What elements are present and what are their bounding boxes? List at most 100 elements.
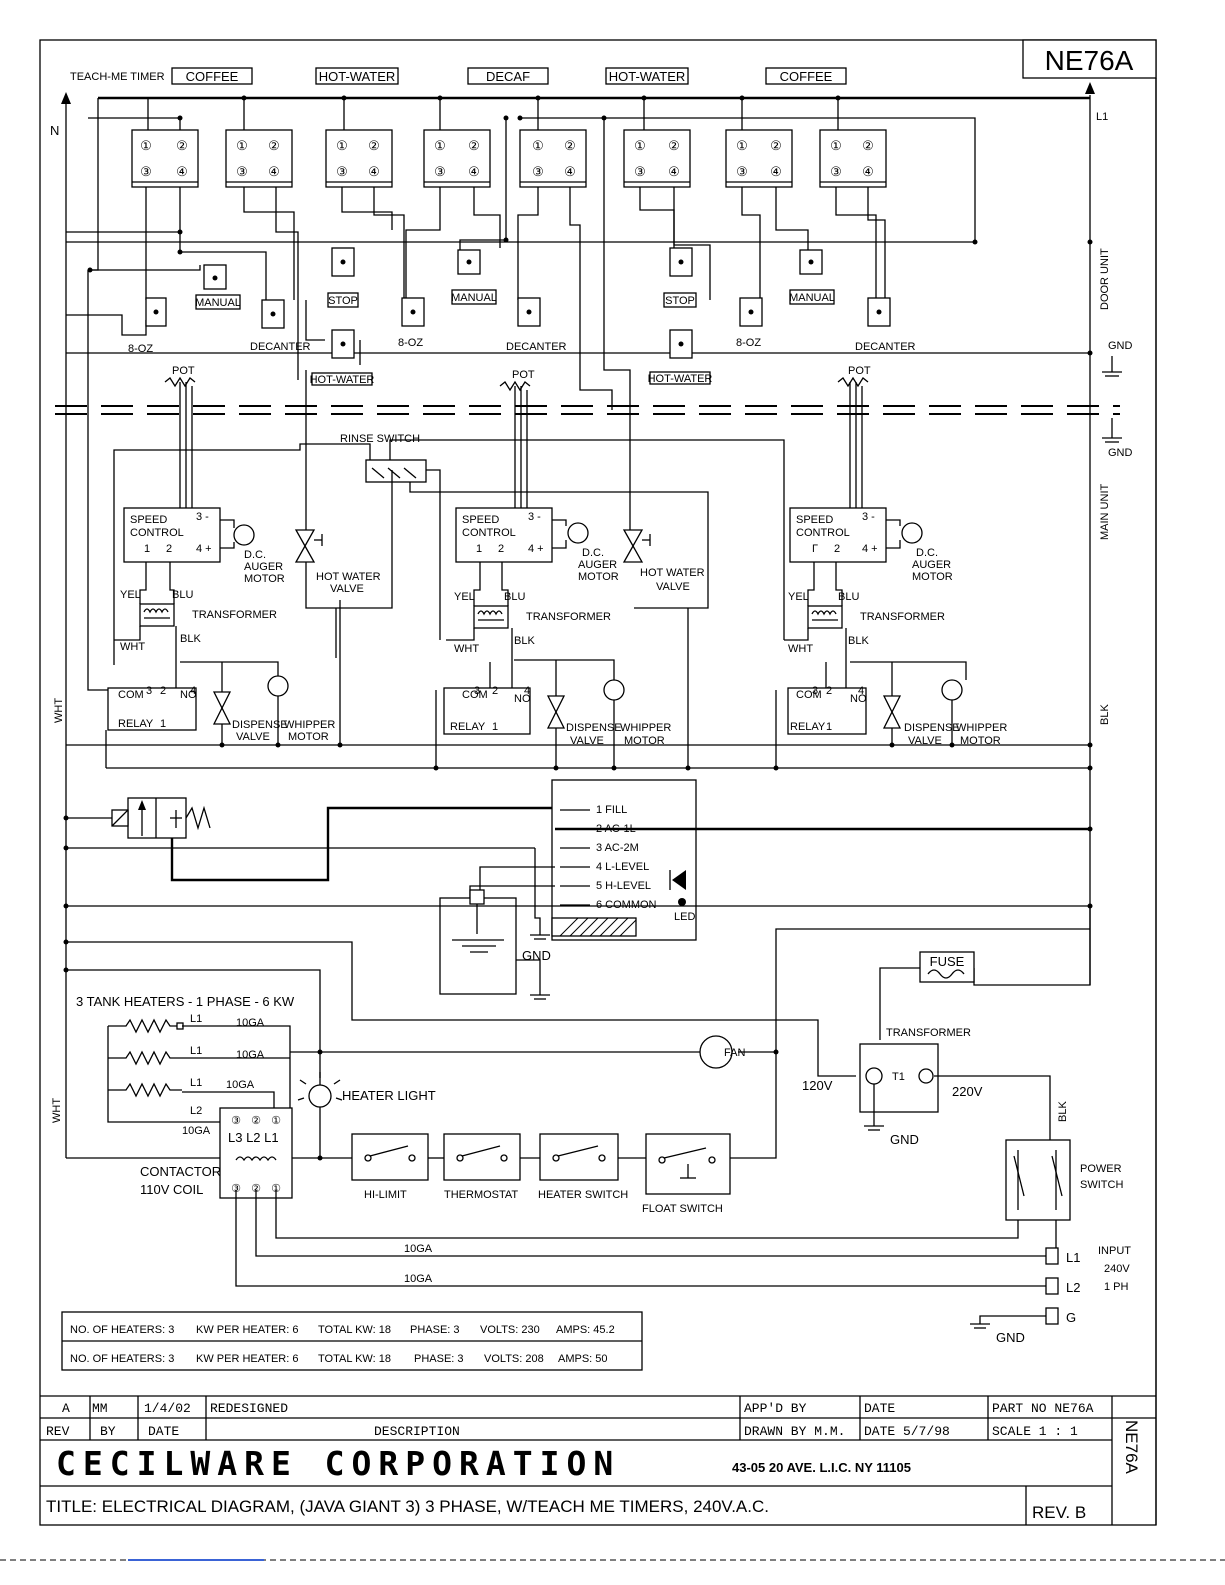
svg-text:④: ④ — [668, 164, 680, 179]
svg-text:②: ② — [668, 138, 680, 153]
timer-label-decaf: DECAF — [486, 69, 530, 84]
svg-text:MOTOR: MOTOR — [578, 571, 619, 583]
main-channel-2: SPEED CONTROL 3 - 4 + 1 2 D.C. AUGER MOT… — [435, 507, 671, 768]
svg-text:6 COMMON: 6 COMMON — [596, 899, 657, 911]
label-hotwater-sw-1: HOT-WATER — [310, 374, 375, 386]
spec-1-kw: KW PER HEATER: 6 — [196, 1324, 298, 1336]
svg-text:10GA: 10GA — [404, 1243, 433, 1255]
svg-text:③: ③ — [434, 164, 446, 179]
svg-text:220V: 220V — [952, 1084, 983, 1099]
svg-text:NO: NO — [850, 693, 867, 705]
tank-heaters: 3 TANK HEATERS - 1 PHASE - 6 KW L1 10GA … — [76, 994, 745, 1199]
svg-text:③: ③ — [336, 164, 348, 179]
svg-text:3 -: 3 - — [862, 511, 875, 523]
svg-text:VALVE: VALVE — [330, 583, 364, 595]
teach-me-timer-label: TEACH-ME TIMER — [70, 71, 165, 83]
svg-text:120V: 120V — [802, 1078, 833, 1093]
svg-text:①: ① — [336, 138, 348, 153]
svg-text:AUGER: AUGER — [912, 559, 951, 571]
main-channel-1: SPEED CONTROL 3 - 4 + 1 2 D.C. AUGER MOT… — [87, 270, 335, 745]
company-address: 43-05 20 AVE. L.I.C. NY 11105 — [732, 1460, 911, 1475]
svg-text:HI-LIMIT: HI-LIMIT — [364, 1189, 407, 1201]
svg-text:AUGER: AUGER — [578, 559, 617, 571]
svg-text:④: ④ — [862, 164, 874, 179]
svg-text:SPEED: SPEED — [462, 514, 499, 526]
spec-2-kw: KW PER HEATER: 6 — [196, 1353, 298, 1365]
appd-by: APP'D BY — [744, 1401, 807, 1416]
timer-label-boxes: COFFEE HOT-WATER DECAF HOT-WATER COFFEE — [171, 67, 847, 85]
spec-2-amps: AMPS: 50 — [558, 1353, 608, 1365]
svg-text:②: ② — [564, 138, 576, 153]
svg-text:D.C.: D.C. — [582, 547, 604, 559]
drawing-title: TITLE: ELECTRICAL DIAGRAM, (JAVA GIANT 3… — [46, 1497, 769, 1516]
pot-label-1: POT — [172, 365, 195, 377]
main-buses — [66, 730, 1090, 769]
power-section: FUSE TRANSFORMER T1 120V 220V GND BLK PO… — [235, 951, 1131, 1345]
svg-text:③: ③ — [231, 1115, 241, 1127]
label-stop-1: STOP — [328, 295, 358, 307]
hot-water-valves: HOT WATER VALVE HOT WATER VALVE — [294, 470, 705, 768]
svg-text:②: ② — [368, 138, 380, 153]
svg-text:AUGER: AUGER — [244, 561, 283, 573]
svg-text:L1: L1 — [1066, 1250, 1080, 1265]
door-unit-wiring — [66, 98, 1090, 530]
svg-text:D.C.: D.C. — [244, 549, 266, 561]
svg-text:HEATER LIGHT: HEATER LIGHT — [342, 1088, 436, 1103]
wht-rail-label-1: WHT — [53, 698, 65, 723]
svg-text:WHIPPER: WHIPPER — [620, 722, 671, 734]
svg-text:②: ② — [251, 1115, 261, 1127]
svg-text:3: 3 — [474, 685, 480, 697]
door-switches: 8-OZ MANUAL DECANTER STOP HOT-WATER 8-OZ… — [128, 247, 916, 386]
door-unit-label: DOOR UNIT — [1099, 248, 1111, 310]
svg-text:1 PH: 1 PH — [1104, 1281, 1129, 1293]
timer-block-3: ① ② ③ ④ — [325, 129, 393, 188]
svg-text:TRANSFORMER: TRANSFORMER — [526, 611, 611, 623]
spec-2-total: TOTAL KW: 18 — [318, 1353, 391, 1365]
spec-1-total: TOTAL KW: 18 — [318, 1324, 391, 1336]
main-channel-3: SPEED CONTROL 3 - 4 + Γ 2 D.C. AUGER MOT… — [775, 507, 1007, 768]
svg-text:VALVE: VALVE — [236, 731, 270, 743]
svg-text:3 -: 3 - — [196, 511, 209, 523]
rinse-switch: RINSE SWITCH — [113, 433, 785, 665]
svg-text:BLK: BLK — [514, 635, 535, 647]
gnd-label-top: GND — [1108, 340, 1133, 352]
svg-text:BLU: BLU — [504, 591, 525, 603]
timer-block-8: ① ② ③ ④ — [819, 129, 887, 188]
spec-1-amps: AMPS: 45.2 — [556, 1324, 615, 1336]
svg-text:②: ② — [862, 138, 874, 153]
svg-text:VALVE: VALVE — [908, 735, 942, 747]
spec-1-heaters: NO. OF HEATERS: 3 — [70, 1324, 174, 1336]
label-hotwater-sw-2: HOT-WATER — [648, 373, 713, 385]
drawing-number: NE76A — [1045, 45, 1134, 76]
svg-text:COM: COM — [118, 689, 144, 701]
revision: REV. B — [1032, 1503, 1086, 1522]
spec-1-volts: VOLTS: 230 — [480, 1324, 540, 1336]
wht-rail-label-2: WHT — [51, 1098, 63, 1123]
water-tank — [439, 889, 550, 1000]
header-description: DESCRIPTION — [374, 1424, 460, 1439]
label-manual-1: MANUAL — [195, 297, 241, 309]
svg-text:D.C.: D.C. — [916, 547, 938, 559]
header-rev: REV — [46, 1424, 70, 1439]
svg-text:TRANSFORMER: TRANSFORMER — [860, 611, 945, 623]
drawing-number-box — [1022, 39, 1157, 79]
neutral-label: N — [50, 123, 59, 138]
svg-text:VALVE: VALVE — [570, 735, 604, 747]
svg-text:YEL: YEL — [788, 591, 809, 603]
svg-text:BLK: BLK — [848, 635, 869, 647]
bus-dots — [219, 742, 1093, 771]
svg-text:①: ① — [830, 138, 842, 153]
pot-label-2: POT — [512, 369, 535, 381]
svg-text:CONTROL: CONTROL — [462, 527, 516, 539]
timer-block-5: ① ② ③ ④ — [519, 129, 587, 188]
label-8oz-1: 8-OZ — [128, 343, 153, 355]
svg-text:4 L-LEVEL: 4 L-LEVEL — [596, 861, 649, 873]
svg-text:WHT: WHT — [120, 641, 145, 653]
svg-text:1: 1 — [144, 543, 150, 555]
svg-text:WHT: WHT — [454, 643, 479, 655]
svg-text:10GA: 10GA — [404, 1273, 433, 1285]
svg-text:GND: GND — [890, 1132, 919, 1147]
svg-text:①: ① — [271, 1115, 281, 1127]
heaters-title: 3 TANK HEATERS - 1 PHASE - 6 KW — [76, 994, 295, 1009]
